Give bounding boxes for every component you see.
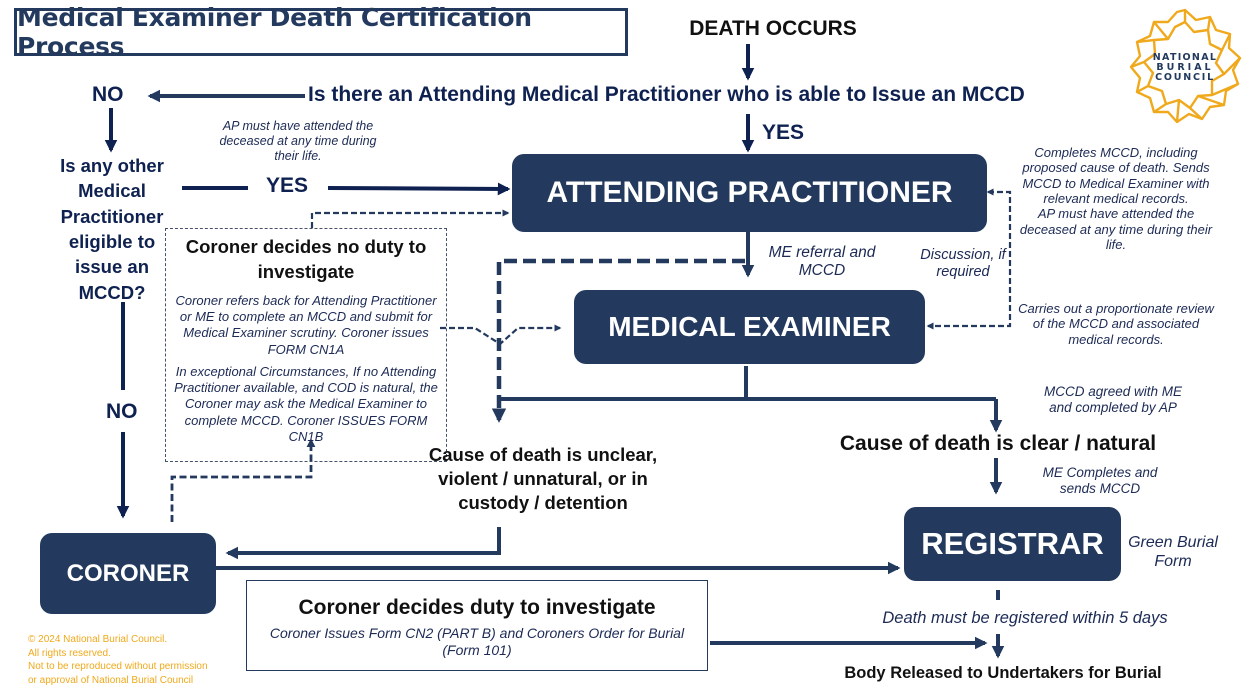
body-released-outcome: Body Released to Undertakers for Burial [844,664,1162,682]
me-review-note: Carries out a proportionate review of th… [1018,301,1214,347]
coroner-no-duty-para-2: In exceptional Circumstances, If no Atte… [174,363,438,444]
me-completes-note: ME Completes and sends MCCD [1042,465,1158,496]
register-within-5-days-note: Death must be registered within 5 days [882,609,1168,627]
arrow-unclear-to-coroner [225,527,501,560]
copyright-notice: © 2024 National Burial Council. All righ… [28,633,248,687]
other-practitioner-question: Is any other Medical Practitioner eligib… [60,155,164,303]
discussion-note: Discussion, if required [920,247,1006,281]
registrar-node[interactable]: REGISTRAR [904,507,1121,581]
attending-practitioner-node[interactable]: ATTENDING PRACTITIONER [512,154,987,232]
copyright-line-1: © 2024 National Burial Council. [28,634,168,645]
arrow-other-yes-to-ap [327,182,511,196]
dashed-nodutybox-to-me [440,324,562,346]
green-burial-form-note: Green Burial Form [1128,534,1218,570]
no-label-left: NO [106,400,138,423]
yes-label-top: YES [762,121,805,144]
copyright-line-3: Not to be reproduced without permission [28,661,208,672]
star-pattern-icon [1129,8,1242,124]
national-burial-council-logo: NATIONAL BURIAL COUNCIL [1126,8,1244,126]
ap-attended-note: AP must have attended the deceased at an… [219,119,377,163]
logo-text-line-2: BURIAL [1156,61,1214,73]
coroner-duty-body: Coroner Issues Form CN2 (PART B) and Cor… [269,625,685,658]
coroner-duty-box: Coroner decides duty to investigate Coro… [246,580,708,671]
copyright-line-2: All rights reserved. [28,647,111,659]
logo-text-line-1: NATIONAL [1152,52,1218,63]
coroner-duty-heading: Coroner decides duty to investigate [298,596,656,619]
page-title: Medical Examiner Death Certification Pro… [14,3,628,61]
main-question: Is there an Attending Medical Practition… [308,83,1025,106]
ap-attended-right-note: AP must have attended the deceased at an… [1019,206,1213,252]
coroner-no-duty-para-1: Coroner refers back for Attending Practi… [175,292,437,357]
mccd-agreed-note: MCCD agreed with ME and completed by AP [1043,384,1183,415]
death-occurs-label: DEATH OCCURS [689,17,857,40]
ap-responsibilities-note: Completes MCCD, including proposed cause… [1018,145,1214,252]
cause-unclear-outcome: Cause of death is unclear, violent / unn… [428,444,658,514]
dashed-ap-to-unclear [491,258,745,423]
ap-completes-note: Completes MCCD, including proposed cause… [1022,145,1210,206]
medical-examiner-node[interactable]: MEDICAL EXAMINER [574,290,925,364]
dashed-coroner-to-nodutybox [170,438,316,522]
logo-text-line-3: COUNCIL [1155,71,1215,83]
me-referral-note: ME referral and MCCD [768,244,876,280]
cause-clear-outcome: Cause of death is clear / natural [839,432,1157,455]
yes-label-left: YES [266,174,309,197]
coroner-no-duty-heading: Coroner decides no duty to investigate [185,236,427,282]
coroner-no-duty-box: Coroner decides no duty to investigate C… [165,228,447,462]
dashed-discussion-loop [926,188,1012,330]
copyright-line-4: or approval of National Burial Council [28,674,194,686]
no-label-top: NO [92,83,124,106]
dashed-nodutybox-to-ap [310,209,510,228]
coroner-node[interactable]: CORONER [40,533,216,614]
